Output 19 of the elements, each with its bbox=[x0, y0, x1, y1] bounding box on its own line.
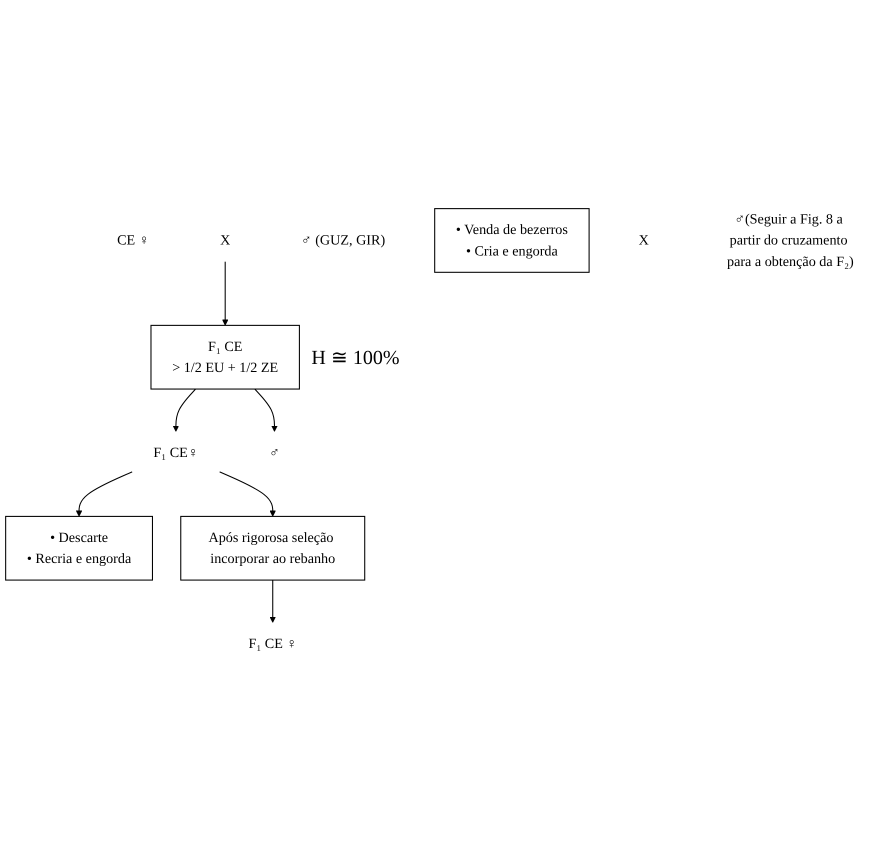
node-text: CE ♀ bbox=[117, 232, 150, 248]
node-text: ♂ (GUZ, GIR) bbox=[301, 232, 386, 248]
node-text: ♂ bbox=[269, 444, 280, 461]
arrow bbox=[222, 262, 228, 326]
node-text: F₁ CE ♀ bbox=[248, 636, 298, 652]
node-box: • Venda de bezerros • Cria e engorda bbox=[434, 208, 590, 273]
node-text: F₁ CE♀ bbox=[153, 444, 198, 461]
node-text: ♂(Seguir a Fig. 8 a partir do cruzamento para a obtenção da F₂) bbox=[726, 211, 854, 270]
node-box: Após rigorosa seleção incorporar ao rebanho bbox=[180, 516, 366, 581]
arrow bbox=[219, 471, 276, 517]
beside-note: H ≅ 100% bbox=[311, 346, 400, 370]
arrow bbox=[76, 471, 132, 517]
node-text: X bbox=[638, 232, 649, 248]
node-text: X bbox=[220, 232, 230, 248]
node-box: F₁ CE > 1/2 EU + 1/2 ZE bbox=[150, 324, 300, 390]
arrow bbox=[254, 388, 278, 432]
arrow bbox=[172, 388, 196, 432]
node-box: • Descarte • Recria e engorda bbox=[5, 516, 153, 581]
arrow bbox=[270, 580, 276, 623]
